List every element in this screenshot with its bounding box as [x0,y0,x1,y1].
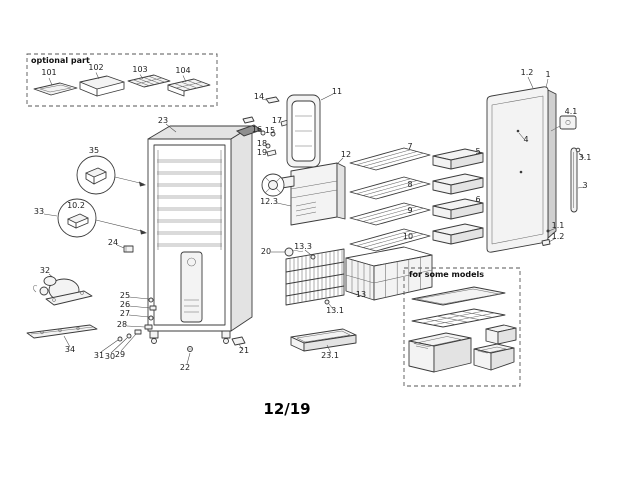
for-some-models-box [403,267,521,387]
wire-shelf-alt [411,308,506,328]
drip-tray [290,328,357,354]
cabinet-body [116,123,253,365]
door-assembly [486,76,585,253]
inner-door-liner [286,93,334,168]
tray-101 [33,77,78,96]
optional-part-box-label: optional part [31,56,90,65]
small-bin-alt [485,324,517,345]
ice-tray-103 [127,74,171,88]
page-number: 12/19 [263,400,311,418]
wire-shelves [349,147,431,252]
ice-tray-104 [167,75,211,97]
small-drawer [473,343,515,371]
large-drawer [408,332,472,373]
compressor-assembly [33,273,93,306]
tray-102 [79,72,125,97]
wire-basket [345,246,433,301]
evaporator-coil [285,248,358,310]
door-bins [432,148,484,245]
small-fasteners [100,329,142,354]
evaporator-cover [261,157,346,257]
detail-circle-35 [76,155,146,195]
for-some-models-box-label: for some models [409,270,484,279]
glass-shelf [411,286,506,306]
detail-circle-33 [43,198,147,238]
bottom-rail [26,324,98,348]
optional-part-box [26,53,218,107]
